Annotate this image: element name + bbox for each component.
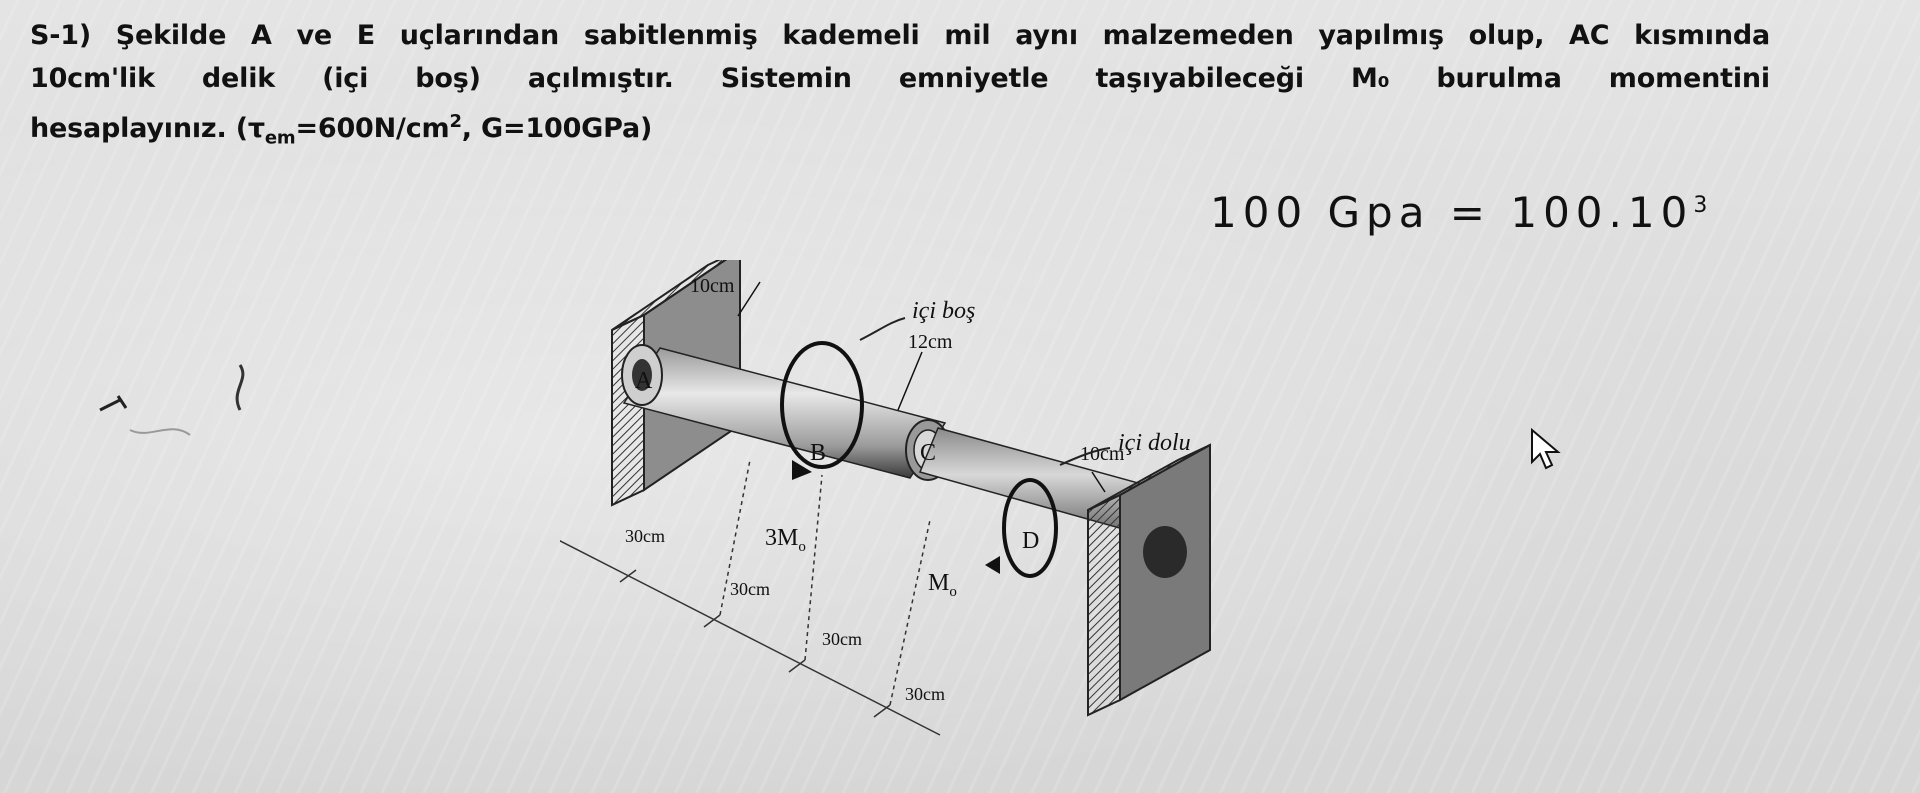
label-d-right: 10cm: [1080, 443, 1125, 465]
annotation-ici-bos: içi boş: [912, 298, 975, 324]
problem-line-1: S-1) Şekilde A ve E uçlarından sabitlenm…: [30, 20, 1770, 51]
shaft-segment-ac: [621, 344, 947, 479]
label-torque-d-main: M: [928, 570, 949, 596]
label-torque-b: 3Mo: [765, 525, 806, 555]
label-dim-1: 30cm: [625, 526, 665, 546]
label-torque-d: Mo: [928, 570, 957, 600]
right-wall: [1087, 443, 1211, 717]
label-d-mid: 12cm: [908, 331, 953, 353]
problem-line-3-mid: =600N/cm: [295, 113, 450, 144]
handwritten-arrows: [859, 317, 1111, 466]
annotation-ici-dolu: içi dolu: [1118, 430, 1191, 456]
problem-line-3-pre: hesaplayınız. (τ: [30, 113, 265, 144]
label-dim-3: 30cm: [822, 629, 862, 649]
problem-line-3-post: , G=100GPa): [461, 113, 653, 144]
shaft-figure: 10cm 12cm 10cm A B C D 3Mo Mo 30cm 30cm …: [560, 260, 1211, 736]
unit-exponent: 2: [449, 111, 462, 132]
torque-arrow-b: [780, 341, 864, 480]
leader-lines: [737, 281, 1106, 493]
torque-arrow-d: [985, 478, 1058, 578]
label-torque-b-main: 3M: [765, 525, 798, 551]
label-torque-d-sub: o: [949, 584, 957, 600]
label-d-hole: 10cm: [690, 275, 735, 297]
label-b: B: [810, 440, 826, 466]
label-c: C: [920, 440, 936, 466]
label-d: D: [1022, 528, 1039, 554]
pencil-scribble: [99, 364, 245, 436]
handwritten-note: 100 Gpa = 100.103: [1210, 188, 1713, 237]
problem-line-3: hesaplayınız. (τem=600N/cm2, G=100GPa): [30, 100, 1770, 159]
label-dim-4: 30cm: [905, 684, 945, 704]
label-a: A: [635, 368, 653, 394]
handwritten-note-main: 100 Gpa = 100.10: [1210, 188, 1694, 237]
label-torque-b-sub: o: [798, 539, 806, 555]
mouse-pointer-icon: [1531, 428, 1561, 470]
dimension-lines: [560, 459, 941, 736]
problem-statement: S-1) Şekilde A ve E uçlarından sabitlenm…: [30, 14, 1770, 159]
problem-line-2: 10cm'lik delik (içi boş) açılmıştır. Sis…: [30, 63, 1770, 94]
tau-subscript: em: [264, 127, 296, 149]
handwritten-note-exponent: 3: [1693, 193, 1714, 218]
label-dim-2: 30cm: [730, 579, 770, 599]
